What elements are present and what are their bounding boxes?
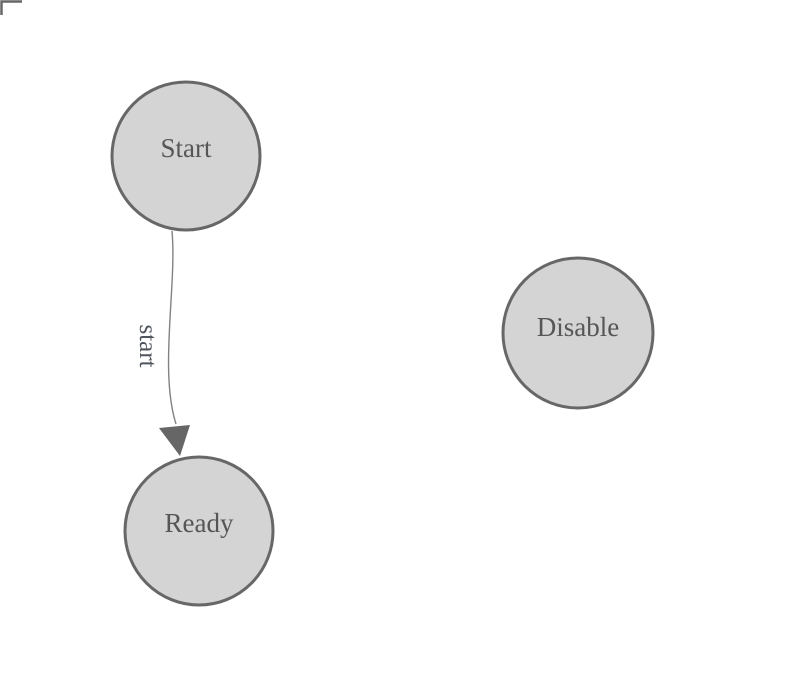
node-ready-circle[interactable] xyxy=(123,455,275,607)
arrowhead-icon xyxy=(159,425,190,456)
edge-start-to-ready[interactable]: start xyxy=(134,230,190,456)
node-ready-label: Ready xyxy=(165,508,234,538)
node-disable-circle[interactable] xyxy=(501,256,655,410)
node-disable[interactable]: Disable xyxy=(501,256,655,410)
node-start-label: Start xyxy=(161,133,212,163)
edge-line[interactable] xyxy=(167,230,177,425)
canvas-origin-corner-icon xyxy=(0,0,22,15)
node-start[interactable]: Start xyxy=(110,80,262,232)
node-start-circle[interactable] xyxy=(110,80,262,232)
edge-label[interactable]: start xyxy=(134,324,161,367)
node-disable-label: Disable xyxy=(537,312,619,342)
node-ready[interactable]: Ready xyxy=(123,455,275,607)
